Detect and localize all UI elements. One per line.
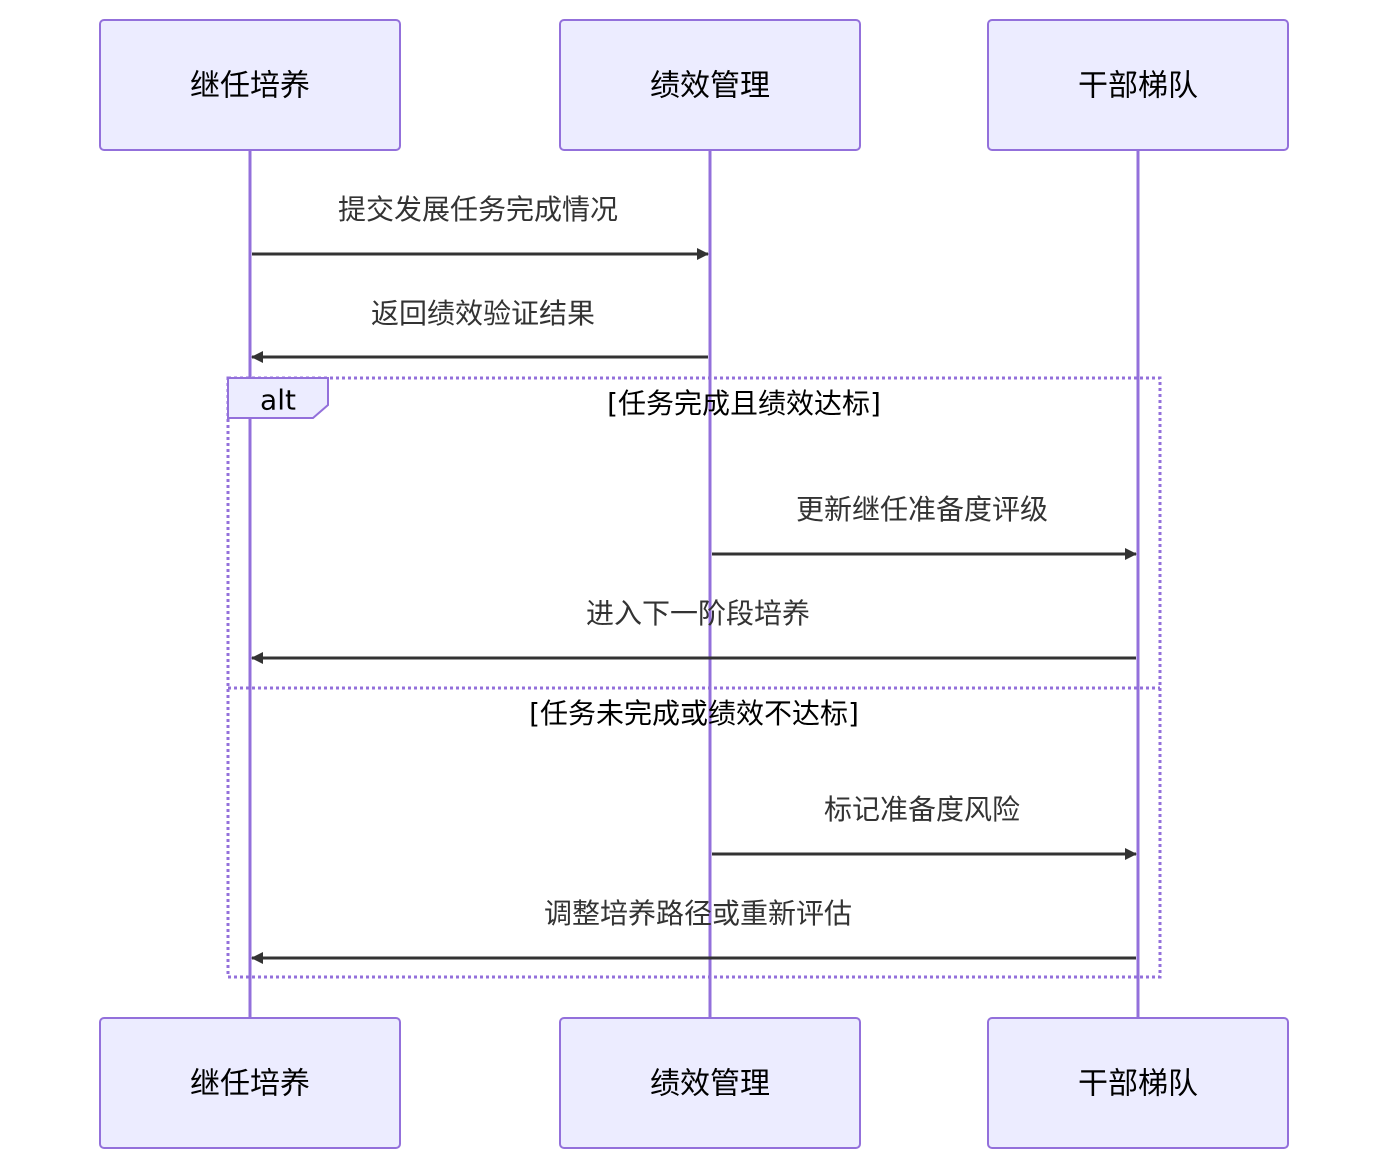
alt-condition-2: [任务未完成或绩效不达标] (529, 697, 859, 730)
message-6: 调整培养路径或重新评估 (251, 897, 1136, 964)
actor-label: 干部梯队 (1078, 69, 1198, 104)
message-label: 进入下一阶段培养 (586, 597, 810, 630)
message-label: 提交发展任务完成情况 (338, 193, 618, 226)
actor-top-p1: 继任培养 (99, 19, 401, 151)
alt-tab (227, 377, 329, 419)
actor-bottom-p1: 继任培养 (99, 1017, 401, 1149)
actor-label: 绩效管理 (650, 1067, 770, 1102)
message-3: 更新继任准备度评级 (712, 493, 1137, 560)
actor-label: 继任培养 (190, 1067, 310, 1102)
message-label: 返回绩效验证结果 (371, 297, 595, 330)
message-4: 进入下一阶段培养 (251, 597, 1136, 664)
message-label: 调整培养路径或重新评估 (544, 897, 852, 930)
alt-frame: alt [任务完成且绩效达标] [任务未完成或绩效不达标] (226, 376, 1162, 979)
alt-label: alt (260, 384, 296, 417)
message-label: 更新继任准备度评级 (796, 493, 1048, 526)
actor-bottom-p2: 绩效管理 (559, 1017, 861, 1149)
alt-condition-1: [任务完成且绩效达标] (607, 387, 881, 420)
actor-label: 干部梯队 (1078, 1067, 1198, 1102)
message-label: 标记准备度风险 (824, 793, 1020, 826)
actor-label: 绩效管理 (650, 69, 770, 104)
actor-bottom-p3: 干部梯队 (987, 1017, 1289, 1149)
message-2: 返回绩效验证结果 (251, 297, 708, 363)
actor-top-p2: 绩效管理 (559, 19, 861, 151)
message-5: 标记准备度风险 (712, 793, 1137, 860)
actor-top-p3: 干部梯队 (987, 19, 1289, 151)
message-1: 提交发展任务完成情况 (252, 193, 709, 260)
actor-label: 继任培养 (190, 69, 310, 104)
